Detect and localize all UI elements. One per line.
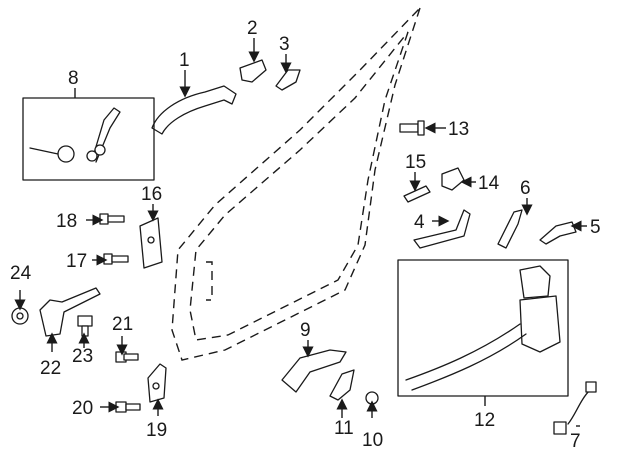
label-9: 9 bbox=[300, 320, 311, 341]
label-2: 2 bbox=[247, 18, 258, 39]
label-11: 11 bbox=[334, 418, 354, 439]
part-4-latch-bracket: 4 bbox=[413, 209, 471, 249]
label-7: 7 bbox=[570, 431, 581, 452]
label-8: 8 bbox=[68, 68, 79, 89]
part-19-hinge: 19 bbox=[146, 363, 167, 441]
part-20-bolt: 20 bbox=[72, 398, 141, 419]
label-20: 20 bbox=[72, 398, 93, 419]
part-1-outer-handle: 1 bbox=[151, 50, 237, 135]
part-16-hinge: 16 bbox=[139, 184, 163, 269]
label-12: 12 bbox=[474, 410, 495, 431]
part-3-gasket: 3 bbox=[275, 34, 301, 91]
label-10: 10 bbox=[362, 430, 383, 451]
part-15-screw: 15 bbox=[403, 152, 431, 203]
label-19: 19 bbox=[146, 420, 167, 441]
label-14: 14 bbox=[478, 173, 500, 194]
part-2-handle-cover: 2 bbox=[239, 18, 267, 83]
label-1: 1 bbox=[179, 50, 190, 71]
label-4: 4 bbox=[414, 212, 425, 233]
part-17-bolt: 17 bbox=[66, 251, 129, 272]
part-10-screw: 10 bbox=[362, 391, 383, 451]
part-14-striker: 14 bbox=[441, 167, 500, 194]
part-11-bezel: 11 bbox=[329, 369, 355, 439]
label-15: 15 bbox=[405, 152, 426, 173]
part-18-bolt: 18 bbox=[56, 211, 125, 232]
part-12-latch-assembly: 12 bbox=[397, 259, 569, 431]
label-21: 21 bbox=[112, 314, 133, 335]
door-outline bbox=[171, 7, 421, 361]
label-6: 6 bbox=[520, 178, 531, 199]
label-18: 18 bbox=[56, 211, 77, 232]
label-24: 24 bbox=[10, 263, 32, 284]
label-5: 5 bbox=[590, 217, 601, 238]
part-8-lock-cylinder-set: 8 bbox=[22, 68, 155, 181]
part-24-nut: 24 bbox=[10, 263, 32, 325]
label-17: 17 bbox=[66, 251, 87, 272]
part-6-rod-clip: 6 bbox=[497, 178, 533, 249]
part-21-bolt: 21 bbox=[112, 314, 139, 363]
label-16: 16 bbox=[141, 184, 162, 205]
label-3: 3 bbox=[279, 34, 290, 55]
label-23: 23 bbox=[72, 346, 93, 367]
part-5-rod-clip: 5 bbox=[539, 217, 601, 245]
label-13: 13 bbox=[448, 119, 469, 140]
part-7-wire-harness: 7 bbox=[553, 381, 597, 452]
part-9-inner-handle: 9 bbox=[281, 320, 347, 393]
part-22-check-link: 22 bbox=[39, 287, 101, 379]
part-13-bolt: 13 bbox=[399, 119, 469, 140]
label-22: 22 bbox=[40, 358, 61, 379]
part-23-bolt: 23 bbox=[72, 315, 93, 367]
